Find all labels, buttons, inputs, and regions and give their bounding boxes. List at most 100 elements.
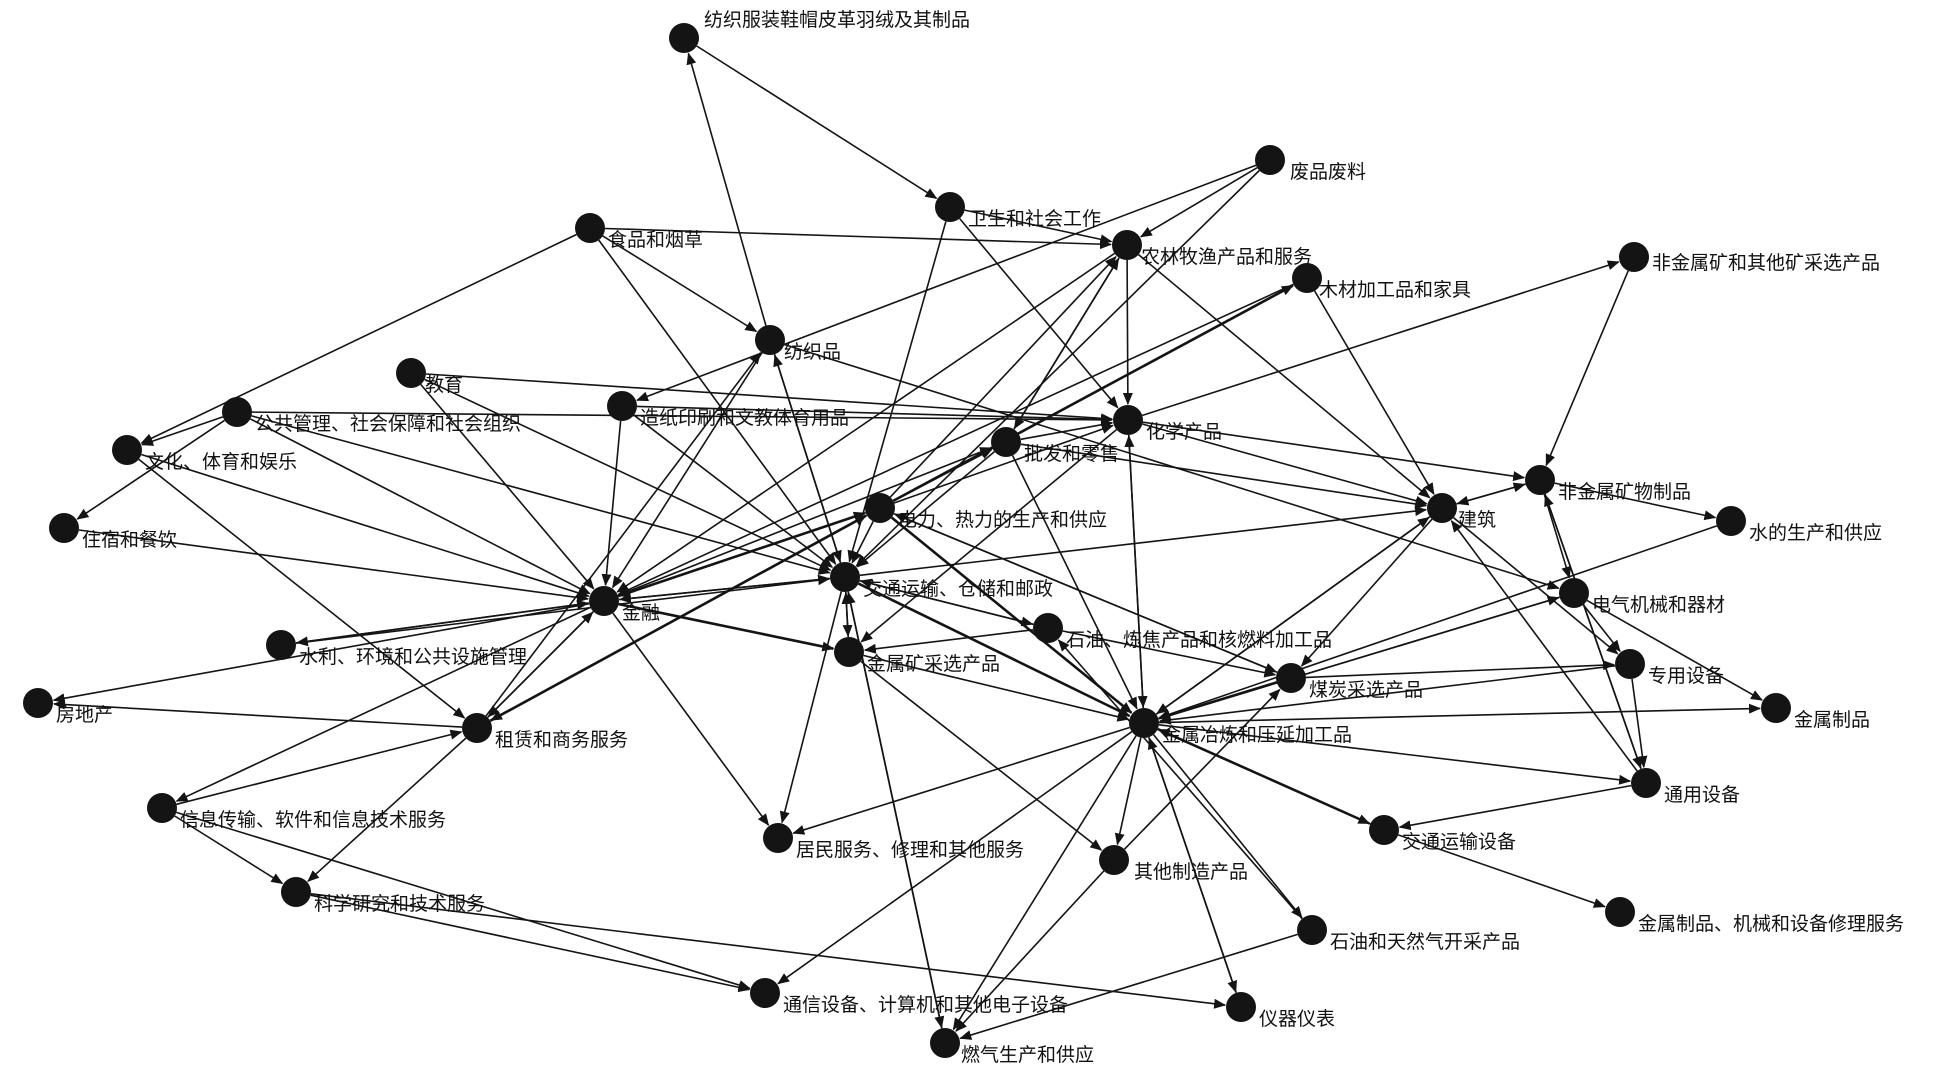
edge-metallurgy-to-metal_products bbox=[1158, 703, 1761, 724]
node-label-coal: 煤炭采选产品 bbox=[1309, 679, 1423, 701]
edge-metallurgy-to-other_mfg bbox=[1114, 737, 1142, 846]
node-research[interactable] bbox=[281, 877, 311, 907]
edge-water-to-metallurgy bbox=[1158, 525, 1718, 719]
node-oil_gas[interactable] bbox=[1297, 915, 1327, 945]
labels-layer: 纺织服装鞋帽皮革羽绒及其制品废品废料卫生和社会工作食品和烟草农林牧渔产品和服务木… bbox=[56, 9, 1904, 1066]
edge-wholesale-to-metallurgy bbox=[1011, 455, 1138, 710]
node-general_equip[interactable] bbox=[1631, 768, 1661, 798]
node-label-oil_gas: 石油和天然气开采产品 bbox=[1330, 931, 1520, 953]
node-coal[interactable] bbox=[1276, 663, 1306, 693]
node-construction[interactable] bbox=[1427, 493, 1457, 523]
edge-culture-to-finance bbox=[141, 453, 590, 598]
node-transport_equip[interactable] bbox=[1369, 815, 1399, 845]
node-paper[interactable] bbox=[607, 391, 637, 421]
node-petroleum[interactable] bbox=[1033, 613, 1063, 643]
node-label-food: 食品和烟草 bbox=[608, 229, 703, 251]
edge-health-to-chemical bbox=[958, 217, 1119, 409]
node-label-metal_products: 金属制品 bbox=[1794, 709, 1870, 731]
node-label-education: 教育 bbox=[425, 374, 463, 396]
edge-finance-to-resident bbox=[612, 612, 770, 826]
node-metal_products[interactable] bbox=[1761, 693, 1791, 723]
node-label-it: 信息传输、软件和信息技术服务 bbox=[180, 809, 446, 831]
node-metal_mining[interactable] bbox=[834, 637, 864, 667]
edge-other_mfg-to-gas bbox=[955, 870, 1105, 1032]
node-label-gas: 燃气生产和供应 bbox=[961, 1044, 1094, 1066]
node-label-repair: 金属制品、机械和设备修理服务 bbox=[1638, 913, 1904, 935]
node-leasing[interactable] bbox=[462, 713, 492, 743]
edge-leasing-to-power bbox=[489, 514, 867, 722]
edge-waste-to-paper bbox=[636, 164, 1257, 402]
edge-transport-to-textile bbox=[773, 354, 842, 563]
node-label-agri: 农林牧渔产品和服务 bbox=[1141, 246, 1312, 268]
edge-finance-to-it bbox=[175, 606, 591, 802]
node-water[interactable] bbox=[1716, 506, 1746, 536]
node-electrical[interactable] bbox=[1559, 578, 1589, 608]
node-nonmetal_products[interactable] bbox=[1525, 465, 1555, 495]
node-special_equip[interactable] bbox=[1615, 649, 1645, 679]
node-education[interactable] bbox=[396, 358, 426, 388]
edge-finance-to-real_estate bbox=[52, 602, 590, 704]
node-metallurgy[interactable] bbox=[1129, 708, 1159, 738]
node-label-resident: 居民服务、修理和其他服务 bbox=[796, 839, 1024, 861]
edge-coal-to-power bbox=[893, 513, 1278, 674]
node-transport[interactable] bbox=[830, 562, 860, 592]
edge-wholesale-to-transport bbox=[856, 450, 996, 568]
node-waste[interactable] bbox=[1255, 145, 1285, 175]
node-label-electrical: 电气机械和器材 bbox=[1592, 594, 1725, 616]
node-resident[interactable] bbox=[763, 823, 793, 853]
edge-general_equip-to-transport_equip bbox=[1398, 784, 1632, 831]
edge-leasing-to-research bbox=[307, 737, 467, 882]
edge-power-to-metallurgy bbox=[890, 516, 1133, 714]
edge-transport-to-construction bbox=[859, 506, 1428, 577]
edge-waste-to-transport bbox=[855, 169, 1260, 567]
node-instruments[interactable] bbox=[1226, 992, 1256, 1022]
node-real_estate[interactable] bbox=[23, 688, 53, 718]
node-label-metal_mining: 金属矿采选产品 bbox=[867, 653, 1000, 675]
edge-education-to-chemical bbox=[425, 373, 1113, 424]
node-label-waste: 废品废料 bbox=[1290, 161, 1366, 183]
node-agri[interactable] bbox=[1112, 230, 1142, 260]
edge-wood-to-construction bbox=[1313, 290, 1435, 496]
node-hotel[interactable] bbox=[49, 513, 79, 543]
node-it[interactable] bbox=[147, 793, 177, 823]
edge-metallurgy-to-construction bbox=[1155, 516, 1430, 715]
node-finance[interactable] bbox=[589, 586, 619, 616]
node-label-other_mfg: 其他制造产品 bbox=[1134, 861, 1248, 883]
edge-transport_equip-to-repair bbox=[1397, 834, 1606, 908]
node-label-culture: 文化、体育和娱乐 bbox=[145, 451, 297, 473]
edge-health-to-agri bbox=[964, 209, 1113, 245]
edge-it-to-leasing bbox=[176, 729, 463, 806]
node-textile_apparel[interactable] bbox=[669, 23, 699, 53]
node-nonmetal_mining[interactable] bbox=[1619, 242, 1649, 272]
edge-textile-to-textile_apparel bbox=[686, 52, 767, 326]
node-label-leasing: 租赁和商务服务 bbox=[495, 729, 628, 751]
node-label-general_equip: 通用设备 bbox=[1664, 784, 1740, 806]
node-other_mfg[interactable] bbox=[1099, 845, 1129, 875]
edge-research-to-instruments bbox=[310, 893, 1227, 1009]
node-power[interactable] bbox=[865, 493, 895, 523]
node-wood[interactable] bbox=[1292, 263, 1322, 293]
edge-paper-to-chemical bbox=[636, 405, 1113, 425]
edge-petroleum-to-coal bbox=[1062, 630, 1277, 678]
node-public_admin[interactable] bbox=[222, 397, 252, 427]
node-repair[interactable] bbox=[1605, 897, 1635, 927]
node-food[interactable] bbox=[575, 213, 605, 243]
node-health[interactable] bbox=[935, 192, 965, 222]
edge-agri-to-chemical bbox=[1122, 259, 1133, 405]
node-gas[interactable] bbox=[930, 1028, 960, 1058]
edge-chemical-to-construction bbox=[1142, 423, 1428, 506]
edge-it-to-telecom bbox=[176, 811, 751, 990]
node-textile[interactable] bbox=[755, 325, 785, 355]
node-water_env[interactable] bbox=[266, 630, 296, 660]
edge-wholesale-to-construction bbox=[1020, 443, 1428, 509]
node-wholesale[interactable] bbox=[991, 427, 1021, 457]
node-label-nonmetal_products: 非金属矿物制品 bbox=[1558, 481, 1691, 503]
edge-research-to-telecom bbox=[310, 894, 751, 993]
node-chemical[interactable] bbox=[1113, 405, 1143, 435]
node-label-power: 电力、热力的生产和供应 bbox=[898, 509, 1107, 531]
node-telecom[interactable] bbox=[750, 978, 780, 1008]
node-label-chemical: 化学产品 bbox=[1146, 421, 1222, 443]
node-culture[interactable] bbox=[112, 435, 142, 465]
node-label-instruments: 仪器仪表 bbox=[1259, 1008, 1335, 1030]
node-label-textile: 纺织品 bbox=[784, 341, 841, 363]
